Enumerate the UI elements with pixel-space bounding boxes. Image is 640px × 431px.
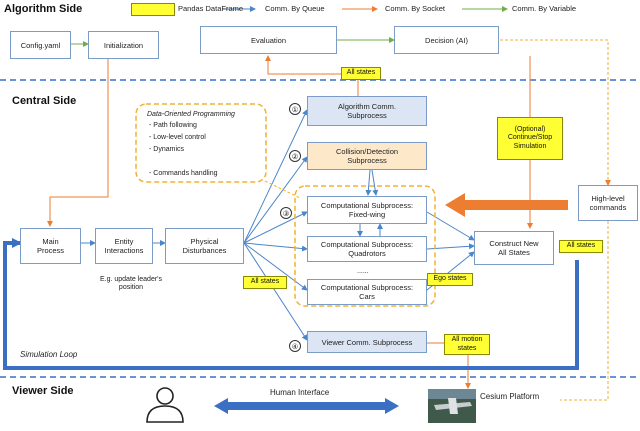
high-level-command-arrow <box>445 193 568 217</box>
ego-states-tag: Ego states <box>427 273 473 286</box>
simulation-loop <box>3 238 579 370</box>
decision-box: Decision (AI) <box>394 26 499 54</box>
construct-states-box: Construct New All States <box>474 231 554 265</box>
entity-note: E.g. update leader's position <box>99 276 163 292</box>
arrow-init-main <box>47 59 109 227</box>
high-level-commands-box: High-level commands <box>578 185 638 221</box>
dop-item-4: - Commands handling <box>149 170 218 177</box>
person-icon <box>146 387 184 423</box>
dop-box <box>135 103 267 183</box>
comp-ellipsis: ...... <box>357 268 369 275</box>
step-3-marker: ③ <box>280 207 292 219</box>
dop-title: Data-Oriented Programming <box>147 111 235 118</box>
legend-dataframe-swatch <box>131 3 175 16</box>
algorithm-comm-box: Algorithm Comm. Subprocess <box>307 96 427 126</box>
viewer-comm-box: Viewer Comm. Subprocess <box>307 331 427 353</box>
entity-interactions-box: Entity Interactions <box>95 228 153 264</box>
cesium-screenshot-icon <box>428 389 476 423</box>
arrow-highlevel-cesium <box>560 221 609 401</box>
step-4-marker: ④ <box>289 340 301 352</box>
step-1-marker: ① <box>289 103 301 115</box>
legend-socket-label: Comm. By Socket <box>385 4 446 13</box>
all-motion-states-tag: All motion states <box>444 334 490 355</box>
main-process-box: Main Process <box>20 228 81 264</box>
dop-item-1: - Low-level control <box>149 134 206 141</box>
legend-queue-label: Comm. By Queue <box>265 4 325 13</box>
collision-box: Collision/Detection Subprocess <box>307 142 427 170</box>
central-side-title: Central Side <box>12 95 77 107</box>
all-states-tag-right: All states <box>559 240 603 253</box>
all-states-tag-top: All states <box>341 67 381 80</box>
double-arrow-icon <box>214 398 399 414</box>
dop-item-2: - Dynamics <box>149 146 185 153</box>
initialization-box: Initialization <box>88 31 159 59</box>
evaluation-box: Evaluation <box>200 26 337 54</box>
dop-item-0: - Path following <box>149 122 197 129</box>
step-2-marker: ② <box>289 150 301 162</box>
legend-variable-label: Comm. By Variable <box>512 4 577 13</box>
physical-disturbances-box: Physical Disturbances <box>165 228 244 264</box>
arrow-decision-highlevel <box>475 39 611 186</box>
config-box: Config.yaml <box>10 31 71 59</box>
algorithm-side-title: Algorithm Side <box>4 3 83 15</box>
arrow-allstates-eval <box>265 55 359 110</box>
optional-continue-stop-tag: (Optional) Continue/Stop Simulation <box>497 117 563 160</box>
human-interface-label: Human Interface <box>270 388 330 397</box>
comp-quadrotor-box: Computational Subprocess: Quadrotors <box>307 236 427 262</box>
viewer-side-title: Viewer Side <box>12 385 74 397</box>
comp-cars-box: Computational Subprocess: Cars <box>307 279 427 305</box>
all-states-tag-left: All states <box>243 276 287 289</box>
computational-group <box>294 185 436 307</box>
cesium-platform-label: Cesium Platform <box>480 392 540 401</box>
legend-dataframe-label: Pandas DataFrame <box>178 4 244 13</box>
simulation-loop-label: Simulation Loop <box>20 350 78 359</box>
comp-fixed-wing-box: Computational Subprocess: Fixed-wing <box>307 196 427 224</box>
